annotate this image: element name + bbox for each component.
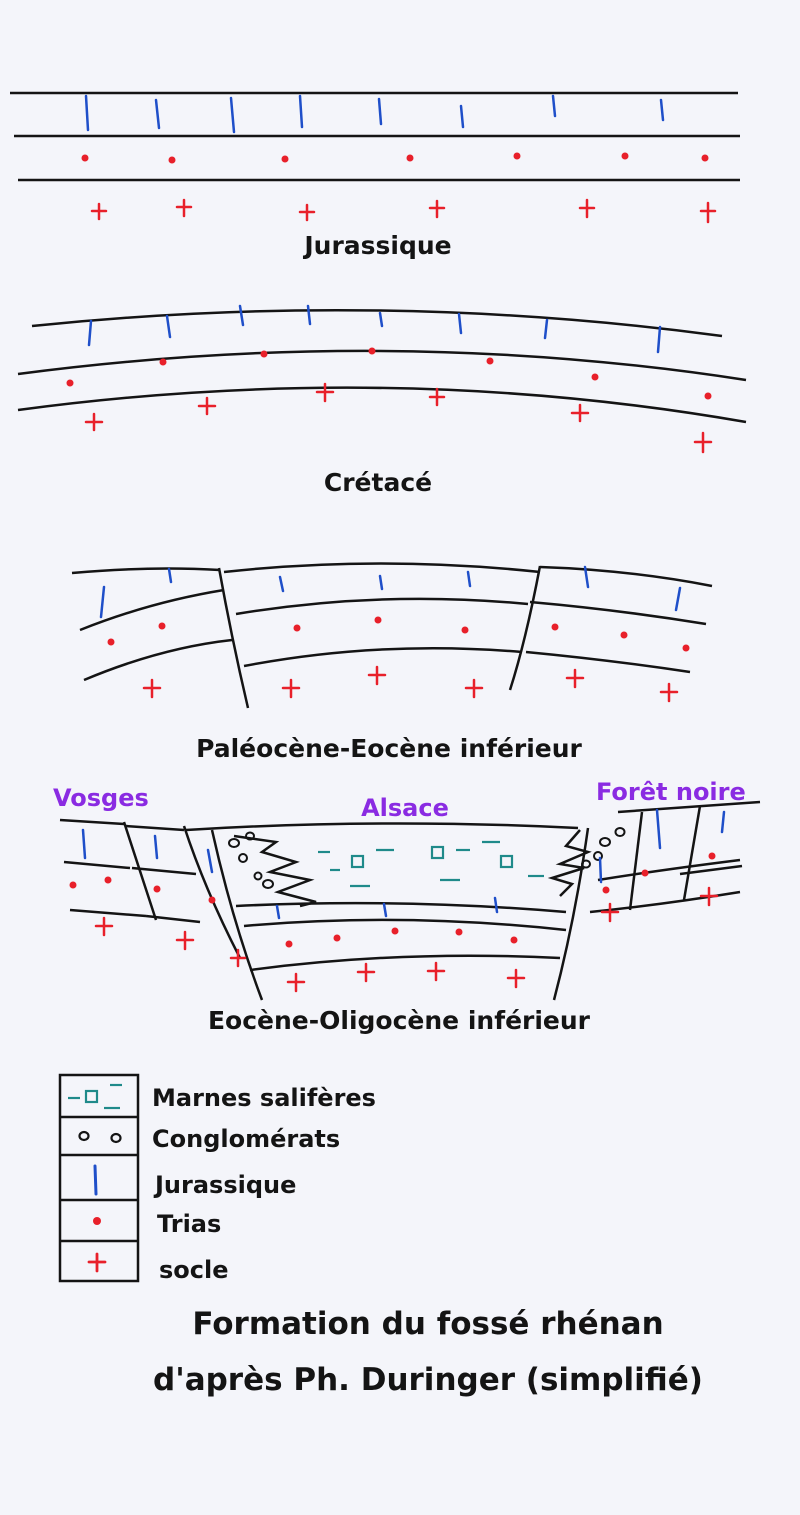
fault-line (508, 565, 542, 691)
socle-crosses-3 (142, 665, 679, 703)
fault-line (122, 821, 158, 921)
stage-label-jurassique: Jurassique (302, 231, 451, 260)
layer-line (235, 597, 529, 616)
legend-label-marnes: Marnes salifères (152, 1084, 376, 1112)
sediment-boundary (233, 834, 317, 908)
stage-label-paleocene: Paléocène-Eocène inférieur (196, 734, 582, 763)
socle-crosses-1 (90, 198, 717, 224)
socle-icon (87, 1252, 107, 1273)
legend-label-jurassique: Jurassique (153, 1171, 296, 1199)
layer-line (83, 638, 233, 682)
layer-line (223, 562, 541, 574)
trias-icon (93, 1217, 101, 1225)
jurassique-ticks-2 (87, 304, 662, 354)
layer-line (71, 567, 221, 575)
layer-line (243, 646, 523, 668)
title-line-1: Formation du fossé rhénan (192, 1306, 663, 1342)
stage-label-cretace: Crétacé (324, 468, 432, 497)
layer-line (679, 864, 743, 876)
marnes-symbols (318, 840, 544, 888)
stage-cretace (17, 308, 747, 424)
layer-line (17, 386, 747, 424)
fault-line (552, 827, 590, 1001)
trias-dots-2 (66, 347, 712, 400)
trias-dots-1 (81, 152, 709, 164)
socle-crosses-2 (84, 382, 713, 454)
conglomerat-symbols (228, 827, 626, 889)
jurassique-ticks-4 (81, 808, 726, 920)
layer-line (525, 650, 691, 674)
socle-crosses-4 (94, 886, 719, 993)
layer-line (529, 600, 707, 626)
legend-label-conglomerats: Conglomérats (152, 1125, 340, 1153)
layer-line (17, 349, 747, 382)
layer-line (235, 901, 567, 914)
jurassique-ticks-3 (99, 565, 682, 619)
title-line-2: d'après Ph. Duringer (simplifié) (153, 1362, 703, 1398)
surface-line (59, 818, 125, 826)
surface-line (125, 824, 185, 832)
region-label-foret-noire: Forêt noire (596, 778, 746, 806)
legend: Marnes salifères Conglomérats Jurassique… (58, 1073, 376, 1284)
layer-line (597, 858, 741, 882)
jurassique-ticks-1 (84, 94, 665, 134)
jurassique-icon (93, 1164, 98, 1196)
sediment-boundary (547, 829, 592, 897)
fault-line (682, 805, 702, 901)
layer-line (131, 866, 197, 876)
surface-line (617, 800, 761, 814)
marnes-icon (68, 1083, 122, 1110)
trias-dots-4 (69, 852, 716, 948)
layer-line (79, 588, 225, 632)
stage-label-eocene-oligocene: Eocène-Oligocène inférieur (208, 1006, 591, 1035)
legend-frame (58, 1073, 140, 1283)
legend-label-socle: socle (159, 1256, 229, 1284)
stage-paleocene (71, 562, 713, 709)
layer-line (539, 565, 713, 588)
fault-line (628, 811, 644, 911)
layer-line (63, 860, 131, 870)
fault-line (210, 829, 264, 1001)
trias-dots-3 (107, 616, 690, 652)
region-label-vosges: Vosges (53, 784, 149, 812)
surface-line (185, 822, 579, 832)
layer-line (243, 918, 567, 932)
fault-line (182, 825, 242, 959)
conglomerat-icon (78, 1130, 122, 1144)
layer-line (31, 308, 723, 338)
layer-line (249, 954, 561, 972)
fault-line (217, 567, 250, 709)
layer-line (69, 908, 147, 918)
layer-line (589, 890, 741, 914)
region-label-alsace: Alsace (361, 794, 449, 822)
stage-jurassique (10, 91, 740, 182)
stage-eocene-oligocene (59, 800, 761, 1001)
legend-label-trias: Trias (157, 1210, 221, 1238)
